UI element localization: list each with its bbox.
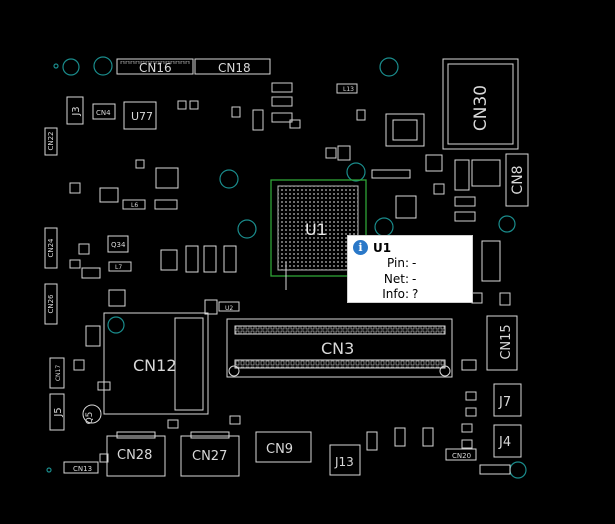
label-l13: L13 [343,86,354,93]
info-label: Info: [382,287,409,301]
label-cn22: CN22 [47,131,55,150]
label-q34: Q34 [111,241,126,249]
connector-cn13[interactable] [63,461,99,474]
connector-j4[interactable] [493,424,522,458]
mount-holes [46,56,527,479]
connector-cn8[interactable] [505,153,529,207]
label-u77: U77 [131,110,153,123]
label-cn27: CN27 [192,449,227,464]
label-cn18: CN18 [218,61,251,75]
info-value: ? [412,287,419,301]
label-cn24: CN24 [47,238,55,258]
label-cn16: CN16 [139,61,172,75]
connector-cn30[interactable] [442,58,519,150]
connector-j13[interactable] [329,444,361,476]
label-cn17: CN17 [55,365,62,381]
transistor-q5[interactable] [82,404,102,424]
label-j4: J4 [498,435,511,450]
net-value: - [412,272,417,286]
label-cn12: CN12 [133,356,177,375]
connector-j5[interactable] [49,393,65,431]
chip-u77[interactable] [123,101,157,130]
connector-cn12[interactable] [103,312,209,415]
label-l7: L7 [115,264,122,271]
label-cn8: CN8 [510,165,526,194]
tooltip-header: i U1 [353,240,391,255]
label-j7: J7 [498,395,511,410]
label-cn4: CN4 [96,109,111,117]
label-j3: J3 [71,106,82,116]
pin-value: - [412,256,417,270]
label-q5: Q5 [85,412,95,425]
label-cn13: CN13 [73,465,92,473]
info-icon: i [353,240,368,255]
label-j13: J13 [334,455,354,469]
chip-cn4[interactable] [92,103,116,120]
connector-cn28[interactable] [106,431,166,477]
connector-cn26[interactable] [44,283,58,325]
label-cn28: CN28 [117,448,152,463]
connector-j7[interactable] [493,383,522,417]
label-u1: U1 [305,220,327,239]
label-j5: J5 [53,407,64,417]
label-cn30: CN30 [471,85,491,131]
connector-cn15[interactable] [486,315,518,371]
connector-cn18[interactable] [194,58,271,75]
label-cn3: CN3 [321,339,354,358]
connector-cn20[interactable] [445,448,477,461]
connector-cn17[interactable] [49,357,65,389]
connector-cn22[interactable] [44,127,58,156]
label-cn9: CN9 [266,442,293,457]
label-cn15: CN15 [499,324,514,359]
label-cn26: CN26 [47,294,55,314]
connector-cn9[interactable] [255,431,312,463]
connector-cn3[interactable] [226,318,453,378]
tooltip-title: U1 [373,240,392,255]
net-label: Net: [383,272,409,286]
connector-j3[interactable] [66,96,84,125]
connector-cn16[interactable] [116,58,194,75]
component-info-tooltip: i U1 Pin: - Net: - Info: ? [347,235,473,303]
connector-cn27[interactable] [180,431,240,477]
connector-cn24[interactable] [44,227,58,269]
pin-label: Pin: [387,256,409,270]
label-l6: L6 [131,202,138,209]
chip-u1[interactable] [270,179,367,277]
label-u2: U2 [225,305,233,312]
label-cn20: CN20 [452,452,471,460]
